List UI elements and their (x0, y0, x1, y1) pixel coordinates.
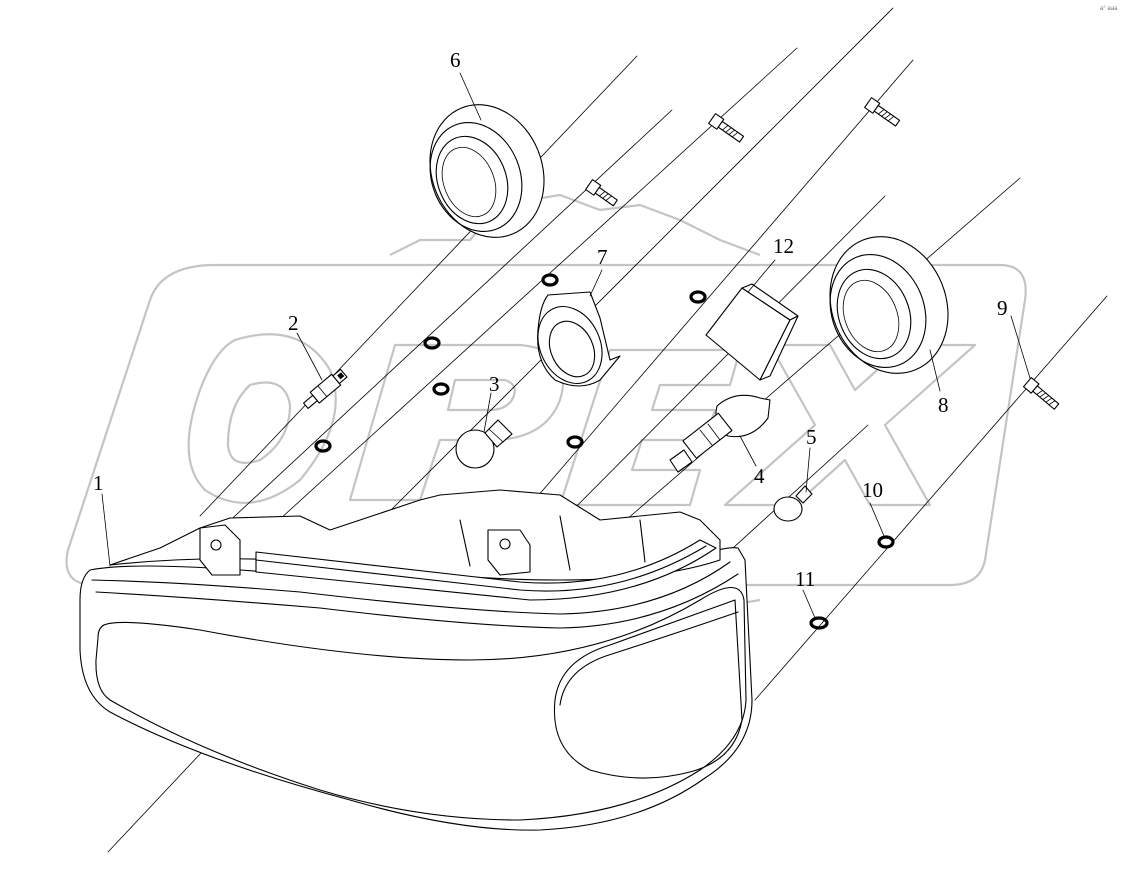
screw-a (585, 179, 618, 207)
label-9: 9 (997, 296, 1008, 320)
headlamp-housing (79, 489, 753, 831)
dust-cap-8 (829, 236, 949, 374)
bulb-5 (773, 485, 813, 522)
callout-labels: 1 2 3 4 5 6 7 8 9 10 11 12 (93, 48, 1008, 591)
bulb-2 (303, 368, 348, 409)
label-5: 5 (806, 425, 817, 449)
label-7: 7 (597, 245, 608, 269)
screw-b (708, 113, 745, 143)
dust-cap-6 (429, 104, 545, 238)
corner-mark: a° aaa (1100, 6, 1118, 12)
label-3: 3 (489, 372, 500, 396)
label-2: 2 (288, 311, 299, 335)
callout-leader-lines (101, 72, 1031, 619)
label-1: 1 (93, 471, 104, 495)
label-6: 6 (450, 48, 461, 72)
label-11: 11 (795, 567, 815, 591)
o-rings (314, 273, 895, 630)
label-10: 10 (862, 478, 883, 502)
screw-9 (1022, 376, 1060, 410)
screws (585, 97, 1060, 410)
ballast-12 (705, 283, 799, 381)
bulb-4 (669, 394, 771, 473)
bulb-3 (455, 419, 513, 469)
label-4: 4 (754, 464, 765, 488)
dust-cap-7 (537, 291, 621, 387)
label-12: 12 (773, 234, 794, 258)
label-8: 8 (938, 393, 949, 417)
screw-c (864, 97, 901, 127)
